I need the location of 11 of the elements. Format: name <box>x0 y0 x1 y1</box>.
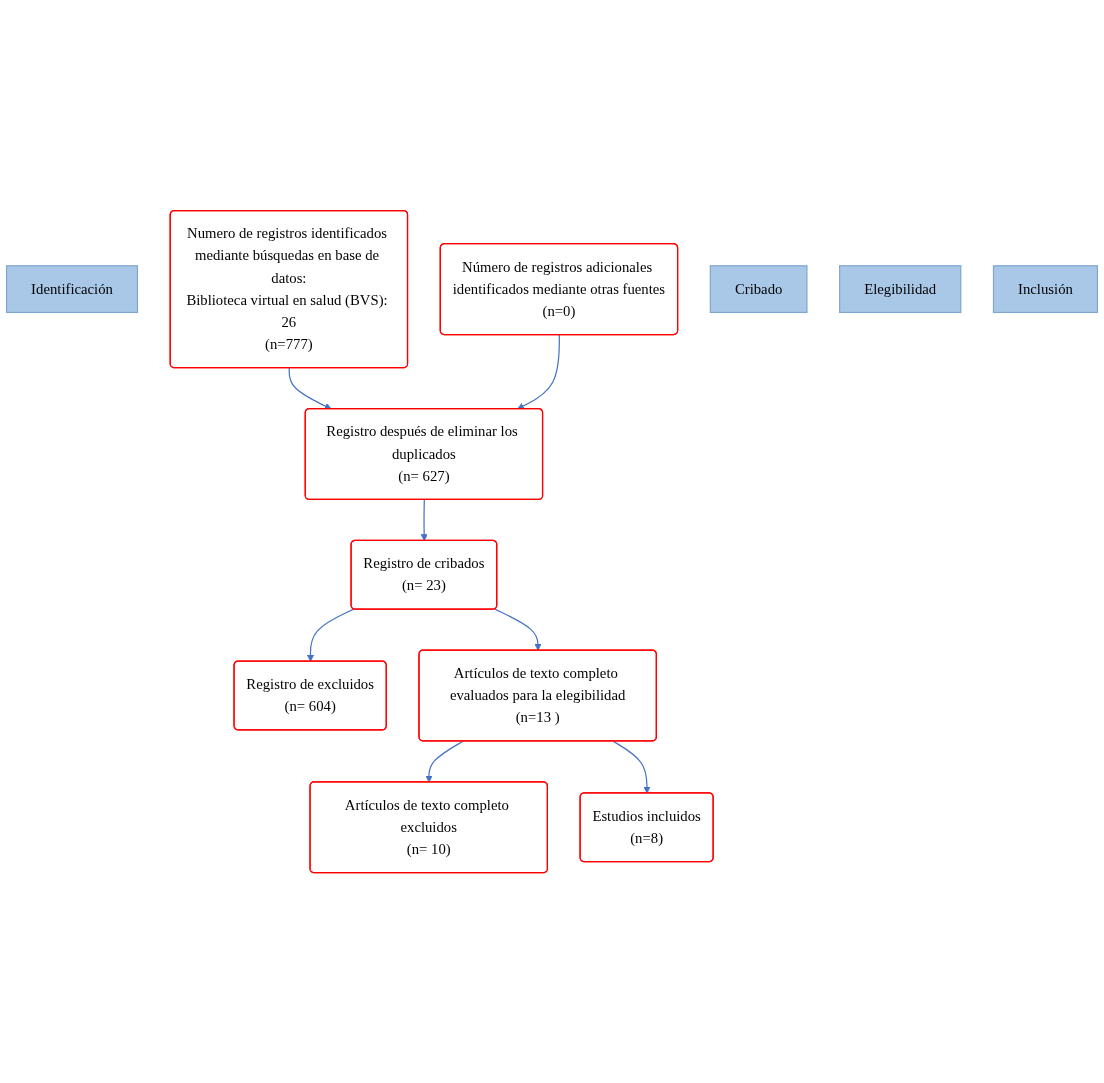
arrow <box>288 367 332 410</box>
arrow <box>612 740 651 794</box>
arrow <box>517 334 560 410</box>
arrow <box>420 499 428 541</box>
node-box: Elegibilidad <box>839 265 962 313</box>
node-box: Identificación <box>5 265 139 313</box>
arrow <box>425 740 464 783</box>
arrow <box>494 608 542 651</box>
node-box: Inclusión <box>992 265 1099 313</box>
arrow <box>306 608 355 662</box>
node-box: Cribado <box>709 265 808 313</box>
